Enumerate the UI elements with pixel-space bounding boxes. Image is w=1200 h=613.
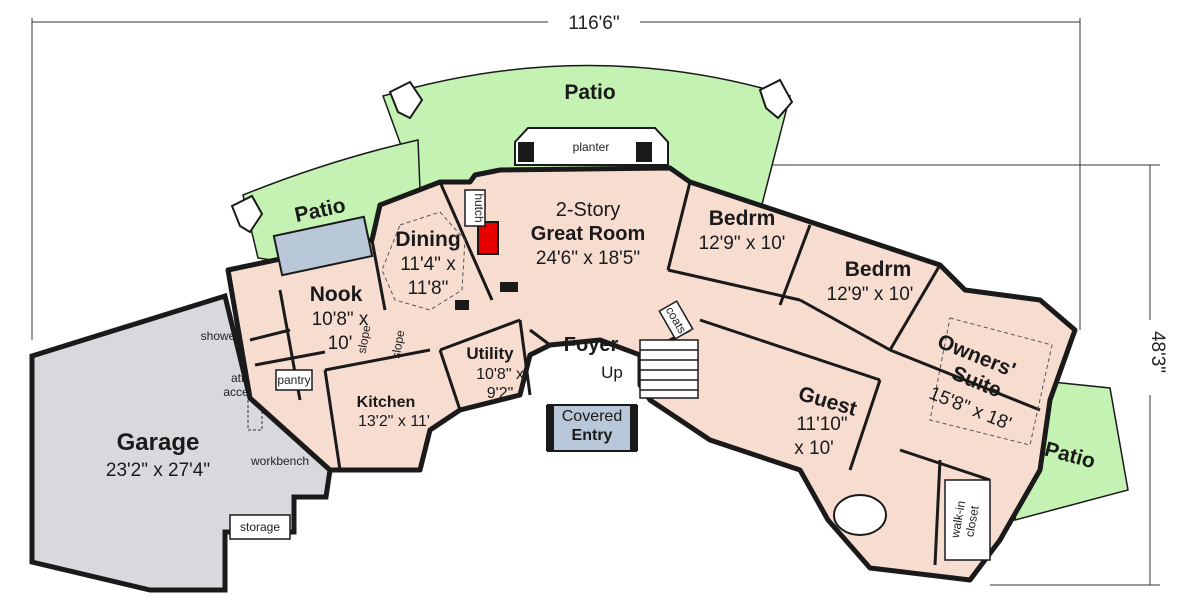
storage-area (229, 514, 291, 540)
bedrm1-name: Bedrm (709, 207, 776, 230)
bedrm1-size: 12'9" x 10' (699, 233, 786, 254)
bathtub (833, 494, 887, 536)
nook-name: Nook (310, 283, 363, 306)
walk-in-closet (944, 479, 991, 561)
entry-column-left (546, 405, 554, 451)
kitchen-name: Kitchen (357, 394, 416, 411)
slope-label-2: slope (389, 329, 408, 360)
column-1 (500, 282, 518, 292)
utility-name: Utility (466, 344, 514, 363)
interior-walls (249, 166, 1041, 566)
coats-closet (658, 300, 694, 340)
fireplace (477, 221, 499, 255)
top-patio-label: Patio (564, 81, 615, 104)
closet-label: closet (962, 504, 981, 538)
bedrm2-name: Bedrm (845, 258, 912, 281)
nook-window-bay (272, 215, 374, 277)
patio-posts (230, 78, 794, 234)
hutch-label: hutch (472, 193, 486, 222)
great-room-line2: Great Room (531, 223, 645, 245)
pantry-label: pantry (277, 373, 310, 387)
nook-line2: 10'8" x (312, 309, 369, 330)
slope-label-1: slope (355, 324, 374, 355)
guest-line3: x 10' (794, 438, 834, 459)
dining-line2: 11'4" x (400, 254, 456, 275)
guest-line2: 11'10" (796, 414, 847, 435)
hutch (464, 189, 486, 227)
planter-label: planter (573, 140, 610, 154)
dining-table-outline (381, 211, 466, 311)
nook-line3: 10' (328, 333, 353, 354)
pantry (275, 369, 313, 391)
storage-label: storage (240, 520, 280, 534)
kitchen-size: 13'2" x 11' (358, 413, 430, 430)
up-label: Up (601, 363, 623, 382)
column-2 (455, 300, 469, 310)
covered-entry-line1: Covered (562, 408, 622, 425)
workbench-label: workbench (250, 454, 309, 468)
planter-post-left (518, 142, 534, 162)
utility-line3: 9'2" (487, 385, 514, 402)
foyer-name: Foyer (564, 334, 619, 356)
planter-post-right (636, 142, 652, 162)
owners-tray-ceiling (929, 317, 1053, 446)
bedrm2-size: 12'9" x 10' (827, 284, 914, 305)
planter (514, 127, 669, 166)
garage-name: Garage (117, 429, 200, 456)
great-room-size: 24'6" x 18'5" (536, 248, 640, 269)
entry-column-right (630, 405, 638, 451)
staircase (639, 339, 699, 399)
utility-line2: 10'8" x (476, 366, 524, 383)
overall-width-dimension (31, 18, 1081, 340)
great-room-line1: 2-Story (556, 199, 620, 221)
garage-size: 23'2" x 27'4" (106, 460, 210, 481)
walk-in-label: walk-in (948, 500, 968, 540)
overall-width-label: 116'6" (568, 13, 619, 34)
dining-line3: 11'8" (408, 278, 449, 299)
shower-label: shower (201, 329, 240, 343)
overall-depth-label: 48'3" (1147, 331, 1168, 373)
covered-entry-line2: Entry (572, 427, 613, 444)
dining-name: Dining (395, 228, 460, 251)
